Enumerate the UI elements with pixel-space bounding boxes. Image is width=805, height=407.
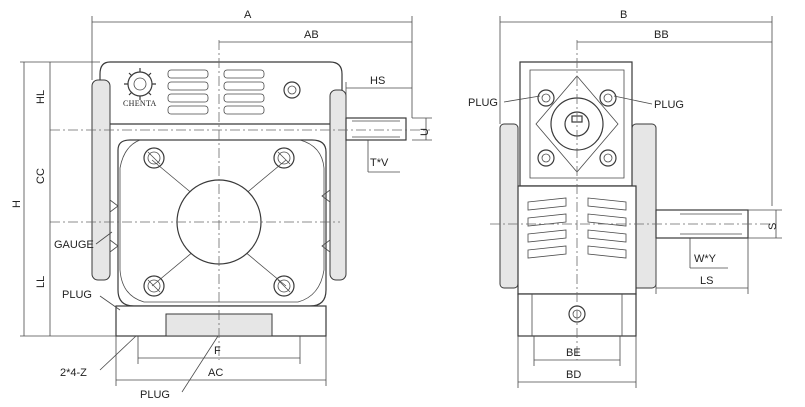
dim-label-S: S: [767, 223, 779, 230]
dim-label-A: A: [244, 9, 252, 21]
dim-label-B: B: [620, 9, 627, 21]
bolt-icon: [273, 147, 295, 169]
logo-text: CHENTA: [123, 99, 157, 108]
bolt-icon: [273, 275, 295, 297]
dim-label-F: F: [214, 345, 221, 357]
cooling-fins: [167, 69, 265, 115]
side-view-dimensions: B BB PLUG PLUG S W*Y LS BE BD: [468, 9, 782, 388]
bolt-icon: [143, 275, 165, 297]
label-plug-left: PLUG: [62, 289, 92, 301]
dim-label-BE: BE: [566, 347, 581, 359]
dim-label-BB: BB: [654, 29, 669, 41]
label-plug-bottom: PLUG: [140, 389, 170, 401]
dim-label-TV: T*V: [370, 157, 389, 169]
dim-label-WY: W*Y: [694, 253, 717, 265]
label-plug-side-right: PLUG: [654, 99, 684, 111]
dim-label-U: U: [419, 128, 431, 136]
dim-label-AB: AB: [304, 29, 319, 41]
front-view: CHENTA: [50, 40, 430, 360]
dim-label-AC: AC: [208, 367, 223, 379]
dim-label-LL: LL: [35, 276, 47, 288]
dim-label-BD: BD: [566, 369, 581, 381]
side-view: [490, 40, 770, 360]
dim-label-HS: HS: [370, 75, 385, 87]
dim-label-H: H: [11, 200, 23, 208]
logo-gear-icon: [124, 68, 156, 100]
bolt-icon: [143, 147, 165, 169]
side-cooling-fins: [527, 197, 627, 259]
label-gauge: GAUGE: [54, 239, 94, 251]
dim-label-LS: LS: [700, 275, 713, 287]
label-2x4-z: 2*4-Z: [60, 367, 87, 379]
plug-icon: [283, 81, 301, 99]
dim-label-CC: CC: [35, 168, 47, 184]
label-plug-side-left: PLUG: [468, 97, 498, 109]
front-view-dimensions: A AB HS U T*V HL CC LL H GAUGE PLUG: [11, 9, 432, 401]
dim-label-HL: HL: [35, 90, 47, 104]
